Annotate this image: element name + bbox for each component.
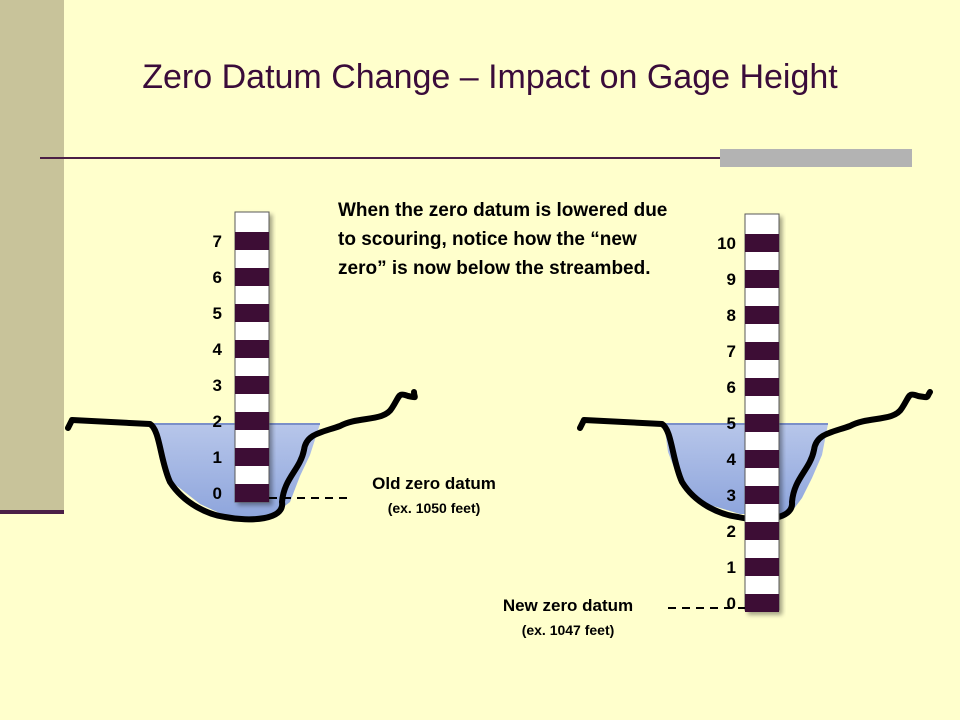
slide-title: Zero Datum Change – Impact on Gage Heigh… [142, 58, 838, 96]
new-gage-mark-label: 0 [727, 594, 736, 613]
old-gage-mark-label: 2 [213, 412, 222, 431]
new-gage-mark-label: 10 [717, 234, 736, 253]
new-gage-stripe [745, 522, 779, 540]
old-gage-stripe [235, 232, 269, 250]
old-gage-stripe [235, 376, 269, 394]
title-rule-accent [720, 149, 912, 167]
old-datum-title: Old zero datum [372, 474, 496, 493]
new-gage-mark-label: 7 [727, 342, 736, 361]
scouring-note: When the zero datum is lowered due to sc… [338, 200, 668, 279]
new-gage-stripe [745, 234, 779, 252]
new-gage-mark-label: 9 [727, 270, 736, 289]
new-gage-stripe [745, 558, 779, 576]
new-datum-title: New zero datum [502, 596, 634, 615]
old-gage-mark-label: 3 [213, 376, 222, 395]
old-gage-mark-label: 0 [213, 484, 222, 503]
old-datum-elevation: (ex. 1050 feet) [387, 500, 481, 516]
old-streambed-line [65, 389, 418, 523]
old-gage-stripe [235, 448, 269, 466]
new-gage-stripe [745, 378, 779, 396]
new-gage-mark-label: 4 [727, 450, 737, 469]
title-rule [40, 157, 912, 159]
new-gage-mark-label: 8 [727, 306, 736, 325]
old-gage-mark-label: 6 [213, 268, 222, 287]
old-gage-mark-label: 7 [213, 232, 222, 251]
new-gage-mark-label: 5 [727, 414, 736, 433]
new-datum-label: New zero datum (ex. 1047 feet) [468, 596, 668, 638]
old-gage-mark-label: 4 [213, 340, 223, 359]
old-gage-stripe [235, 412, 269, 430]
old-gage-staff [234, 211, 270, 503]
new-datum-elevation: (ex. 1047 feet) [521, 622, 615, 638]
new-streambed-line [577, 389, 933, 523]
new-gage-stripe [745, 450, 779, 468]
old-gage-stripe [235, 340, 269, 358]
old-gage-stripe [235, 484, 269, 502]
new-gage-staff [744, 213, 780, 612]
new-gage-stripe [745, 594, 779, 612]
left-accent-bar [0, 0, 64, 512]
new-gage-stripe [745, 270, 779, 288]
new-gage-stripe [745, 486, 779, 504]
new-gage-stripe [745, 342, 779, 360]
new-gage-mark-label: 6 [727, 378, 736, 397]
old-datum-label: Old zero datum (ex. 1050 feet) [336, 474, 532, 516]
new-gage-mark-label: 3 [727, 486, 736, 505]
new-gage-stripe [745, 306, 779, 324]
old-gage-mark-label: 1 [213, 448, 222, 467]
new-gage-mark-label: 1 [727, 558, 736, 577]
new-gage-mark-label: 2 [727, 522, 736, 541]
old-gage-stripe [235, 268, 269, 286]
old-gage-stripe [235, 304, 269, 322]
left-accent-line [0, 510, 64, 514]
old-gage-mark-label: 5 [213, 304, 222, 323]
new-gage-stripe [745, 414, 779, 432]
